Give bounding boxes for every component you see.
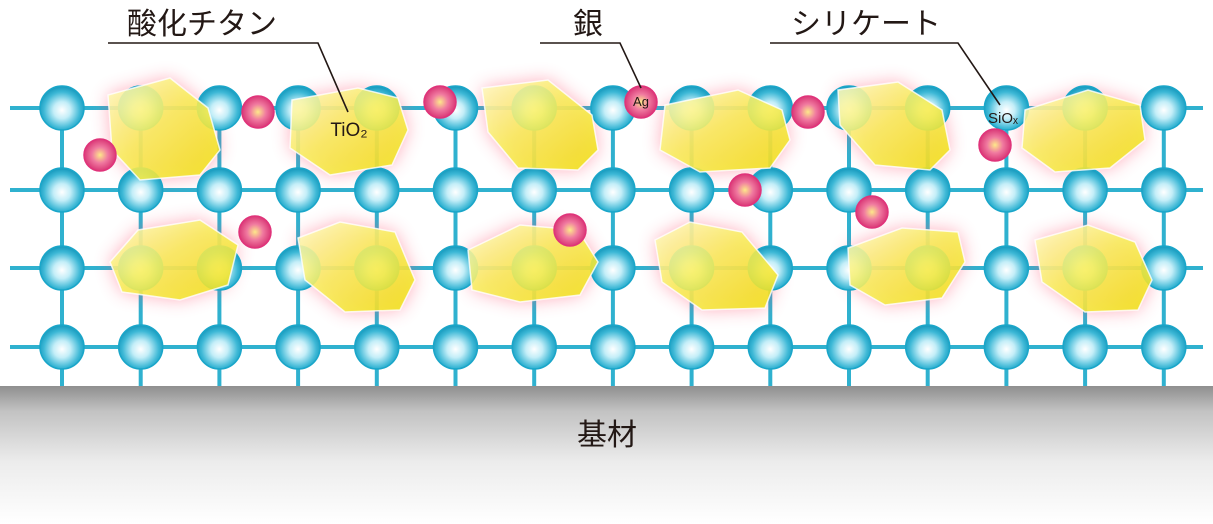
silver-label: 銀 [573, 7, 603, 42]
silicate-sphere [511, 167, 557, 213]
silicate-sphere [354, 324, 400, 370]
silicate-callout-line [770, 42, 1001, 106]
silver-particle [553, 213, 587, 247]
silicate-sphere [1062, 324, 1108, 370]
silver-particle [241, 95, 275, 129]
silver-callout-line [540, 42, 642, 89]
titanium-oxide-crystal [837, 81, 951, 171]
titanium-oxide-crystal-layer [107, 77, 1153, 313]
silicate-sphere [983, 167, 1030, 213]
silver-particle [855, 195, 889, 229]
substrate [0, 386, 1213, 524]
silver-particle [728, 173, 762, 207]
tio2-formula: TiO₂ [330, 120, 367, 141]
siox-formula: SiOₓ [988, 110, 1018, 127]
silicate-sphere [196, 167, 243, 213]
silicate-sphere [39, 324, 85, 370]
silver-particle [238, 215, 272, 249]
silicate-sphere [275, 167, 321, 213]
silver-particle [791, 95, 825, 129]
silicate-sphere [590, 167, 636, 213]
titanium-oxide-callout-line [108, 42, 349, 113]
titanium-oxide-crystal [289, 87, 409, 176]
silver-particle-layer [83, 85, 1012, 249]
ag-formula: Ag [633, 94, 649, 109]
silicate-sphere [196, 324, 243, 370]
silicate-sphere [39, 85, 85, 131]
silicate-sphere [590, 324, 636, 370]
silicate-sphere [668, 167, 715, 213]
silicate-label: シリケート [791, 7, 941, 42]
silicate-sphere [39, 245, 85, 291]
silicate-sphere [432, 324, 479, 370]
silicate-sphere [1141, 167, 1187, 213]
silicate-sphere [1141, 324, 1187, 370]
titanium-oxide-crystal [481, 79, 599, 171]
substrate-label: 基材 [577, 418, 637, 453]
silicate-sphere [668, 324, 715, 370]
silver-particle [624, 85, 658, 119]
silver-particle [83, 138, 117, 172]
titanium-oxide-crystal [654, 221, 779, 311]
silicate-sphere [904, 324, 951, 370]
titanium-oxide-label: 酸化チタン [127, 7, 277, 42]
silicate-sphere [983, 245, 1030, 291]
silicate-sphere [826, 324, 872, 370]
silicate-sphere [983, 324, 1030, 370]
silicate-sphere [39, 167, 85, 213]
silver-particle [978, 128, 1012, 162]
silicate-sphere [1062, 167, 1108, 213]
callout-lines [108, 42, 1001, 113]
silicate-sphere [275, 324, 321, 370]
silicate-sphere [1141, 85, 1187, 131]
silicate-sphere [432, 167, 479, 213]
silicate-sphere [747, 324, 794, 370]
silicate-sphere [117, 324, 164, 370]
titanium-oxide-crystal [1021, 89, 1146, 173]
silver-particle [423, 85, 457, 119]
titanium-oxide-crystal [109, 219, 239, 301]
silicate-sphere [904, 167, 951, 213]
silicate-sphere [590, 245, 636, 291]
titanium-oxide-crystal [847, 227, 966, 306]
silicate-sphere [511, 324, 557, 370]
titanium-oxide-crystal [659, 89, 791, 173]
titanium-oxide-crystal [1034, 224, 1153, 313]
silicate-sphere [354, 167, 400, 213]
titanium-oxide-crystal [297, 221, 416, 313]
